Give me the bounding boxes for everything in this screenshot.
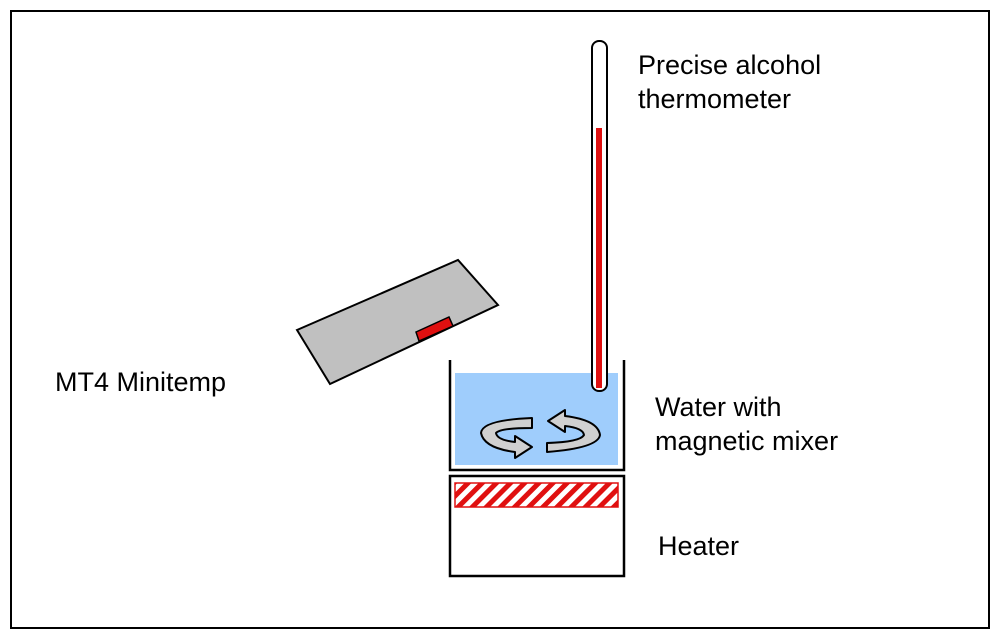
mixer-arrow-right [546, 409, 601, 453]
minitemp-label: MT4 Minitemp [55, 367, 227, 397]
thermometer-label-line1: Precise alcohol [638, 50, 822, 80]
minitemp-sensor [415, 316, 454, 343]
water-label-line2: magnetic mixer [655, 426, 839, 456]
minitemp-device [295, 258, 500, 386]
thermometer [591, 40, 608, 392]
thermometer-label-line2: thermometer [638, 84, 792, 114]
heater-label: Heater [658, 531, 740, 561]
alcohol-column [596, 128, 602, 388]
diagram-frame [10, 10, 990, 629]
mixer-arrow-left [480, 417, 533, 459]
beaker [448, 360, 626, 472]
water-label-line1: Water with [655, 392, 782, 422]
water [455, 373, 618, 465]
heater-element [454, 482, 619, 508]
